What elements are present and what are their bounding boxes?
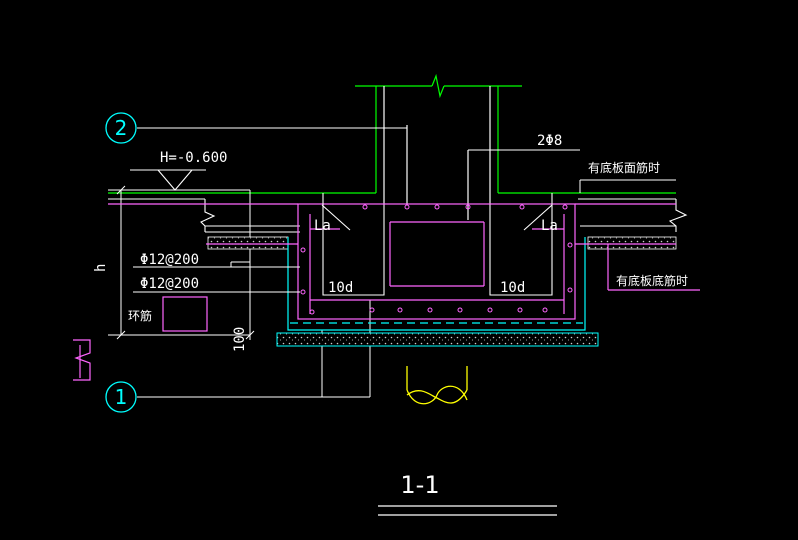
rebar-2phi8-label: 2Φ8 — [537, 133, 562, 149]
note-top-surface: 有底板面筋时 — [588, 160, 660, 175]
la-left-label: La — [314, 218, 331, 234]
lap-left-label: 10d — [328, 280, 353, 296]
lap-rebars — [321, 193, 553, 296]
dimension-100 — [245, 190, 255, 340]
hoop-box — [162, 296, 208, 332]
slab-hatch-left — [207, 236, 289, 250]
pit-outline — [287, 237, 586, 331]
left-break-mark — [73, 339, 91, 381]
section-title-underline — [378, 505, 557, 516]
note-bottom-surface: 有底板底筋时 — [616, 273, 688, 288]
axis-2-marker — [105, 112, 407, 144]
section-title: 1-1 — [400, 471, 439, 499]
axis-1-marker — [105, 300, 371, 413]
rebar-leaders — [133, 149, 676, 293]
axis-1-label: 1 — [115, 385, 128, 409]
column-outline — [108, 73, 676, 194]
column-rebars — [383, 86, 491, 220]
rebar-lower-label: Φ12@200 — [140, 276, 199, 292]
rebar-dots — [300, 204, 573, 315]
rebar-upper-label: Φ12@200 — [140, 252, 199, 268]
dimension-h-label: h — [93, 264, 109, 272]
elevation-label: H=-0.600 — [160, 150, 227, 166]
hoop-label: 环筋 — [128, 308, 152, 323]
la-right-label: La — [541, 218, 558, 234]
elevation-marker — [108, 169, 250, 191]
slab-hatch-right — [587, 236, 677, 250]
dimension-100-label: 100 — [232, 327, 248, 352]
axis-2-label: 2 — [115, 116, 128, 140]
pit-rebar — [108, 203, 700, 320]
dimension-h — [108, 185, 250, 340]
lap-right-label: 10d — [500, 280, 525, 296]
yellow-break-symbol — [406, 366, 468, 405]
ground-line — [108, 198, 688, 233]
base-pad — [276, 332, 599, 347]
